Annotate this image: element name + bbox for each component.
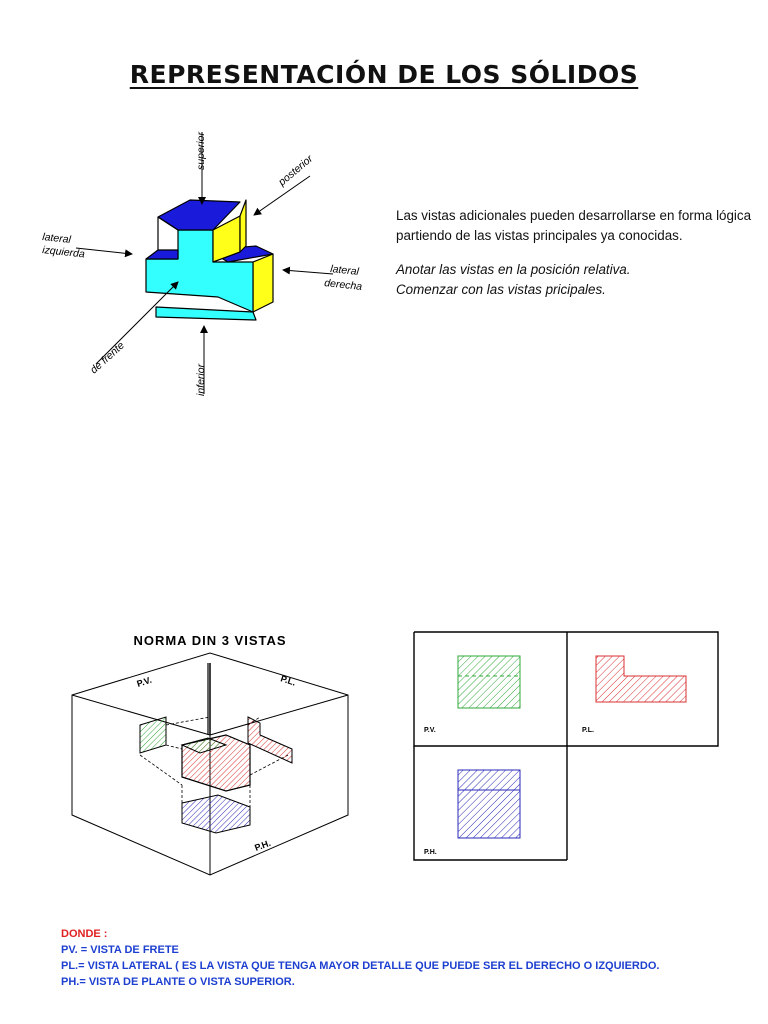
- din-label-pl: P.L.: [279, 673, 297, 687]
- views-grid: [413, 631, 719, 861]
- label-superior: superior: [195, 132, 207, 170]
- description-line-2: partiendo de las vistas principales ya c…: [396, 228, 683, 243]
- label-lateral-derecha-2: derecha: [324, 277, 363, 293]
- din-view-ph: [181, 794, 251, 834]
- arrow-de-frente: [95, 281, 179, 365]
- view-ph-shape: [457, 769, 521, 839]
- legend-ph: PH.= VISTA DE PLANTE O VISTA SUPERIOR.: [61, 976, 295, 988]
- label-lateral-izquierda-2: izquierda: [42, 244, 86, 260]
- label-de-frente: de frente: [88, 339, 127, 376]
- din-label-pv: P.V.: [136, 675, 153, 689]
- din-views: [139, 716, 293, 834]
- din-title: NORMA DIN 3 VISTAS: [133, 633, 286, 648]
- description-line-3: Anotar las vistas en la posición relativ…: [396, 262, 631, 277]
- legend-pv: PV. = VISTA DE FRETE: [61, 944, 179, 956]
- orthographic-views-figure: P.V. P.L. P.H.: [413, 631, 719, 861]
- label-lateral-derecha-1: lateral: [330, 263, 360, 278]
- label-inferior: inferior: [195, 363, 207, 396]
- page-title-text: REPRESENTACIÓN DE LOS SÓLIDOS: [129, 60, 639, 89]
- views-label-ph: P.H.: [424, 849, 437, 856]
- label-posterior: posterior: [275, 153, 315, 189]
- arrow-posterior: [253, 175, 311, 216]
- din-view-pv: [139, 716, 167, 754]
- view-pl-shape: [595, 655, 687, 703]
- view-arrows: [75, 132, 334, 394]
- label-lateral-izquierda-1: lateral: [42, 231, 72, 246]
- din-solid-top: [180, 737, 228, 754]
- din-projection-figure: NORMA DIN 3 VISTAS P.V. P.L. P.H.: [71, 633, 349, 876]
- legend-pl: PL.= VISTA LATERAL ( ES LA VISTA QUE TEN…: [61, 960, 660, 972]
- views-label-pv: P.V.: [424, 727, 436, 734]
- legend: DONDE : PV. = VISTA DE FRETE PL.= VISTA …: [61, 926, 659, 990]
- arrow-lateral-derecha: [282, 266, 334, 275]
- page-title: REPRESENTACIÓN DE LOS SÓLIDOS: [0, 60, 768, 89]
- arrow-lateral-izquierda: [75, 247, 133, 258]
- description-text: Las vistas adicionales pueden desarrolla…: [396, 206, 768, 300]
- din-label-ph: P.H.: [253, 838, 272, 853]
- description-line-1: Las vistas adicionales pueden desarrolla…: [396, 208, 752, 223]
- legend-heading: DONDE :: [61, 928, 108, 940]
- solid-shape: [145, 199, 274, 321]
- view-pv-shape: [457, 655, 521, 709]
- isometric-solid-figure: superior posterior lateral izquierda lat…: [42, 132, 363, 396]
- din-view-pl: [247, 716, 293, 764]
- views-label-pl: P.L.: [582, 727, 594, 734]
- description-line-4: Comenzar con las vistas pricipales.: [396, 282, 606, 297]
